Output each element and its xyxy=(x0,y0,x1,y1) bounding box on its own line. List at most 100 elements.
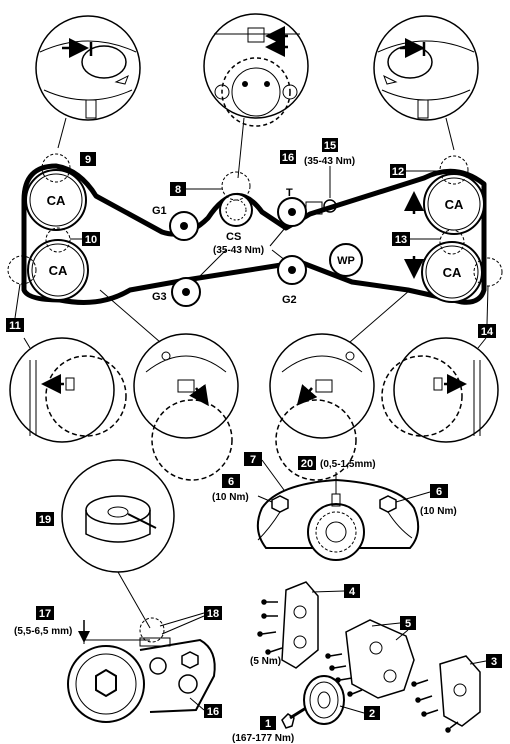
svg-text:12: 12 xyxy=(392,166,404,178)
leader-line xyxy=(191,249,227,285)
belt-cover-3 xyxy=(439,655,481,727)
mark-circle xyxy=(139,617,165,643)
callout-9: 9 xyxy=(80,152,96,166)
belt-routing xyxy=(21,163,487,305)
svg-text:16: 16 xyxy=(207,706,219,718)
svg-text:13: 13 xyxy=(395,234,407,246)
leader-line xyxy=(371,622,401,627)
svg-text:14: 14 xyxy=(481,326,494,338)
spec-gap-20: (0,5-1,5mm) xyxy=(320,459,376,470)
cam-pulley-top-right: CA xyxy=(423,173,485,235)
svg-text:6: 6 xyxy=(228,476,234,488)
svg-text:19: 19 xyxy=(39,514,51,526)
mark-circle xyxy=(45,227,71,253)
detail-circle-top-left xyxy=(35,15,141,121)
leader-line xyxy=(57,117,67,149)
callout-3: 3 xyxy=(486,654,502,668)
spec-torque-6-left: (10 Nm) xyxy=(212,492,249,503)
callout-17: 17 xyxy=(36,606,54,620)
label-cs: CS xyxy=(226,231,241,243)
callout-18: 18 xyxy=(204,606,222,620)
detail-circle-top-right xyxy=(373,15,479,121)
leader-line xyxy=(23,337,31,349)
mark-circle xyxy=(439,229,465,255)
crank-sprocket-detail xyxy=(256,478,420,561)
svg-text:2: 2 xyxy=(369,708,375,720)
pulley-label-ca: CA xyxy=(443,265,462,280)
idler-g3 xyxy=(171,277,201,307)
leader-line xyxy=(339,705,365,714)
label-wp: WP xyxy=(337,255,355,267)
pulley-label-ca: CA xyxy=(445,197,464,212)
callout-8: 8 xyxy=(170,182,186,196)
leader-line xyxy=(349,289,411,343)
svg-text:5: 5 xyxy=(405,618,411,630)
callout-14: 14 xyxy=(478,324,496,338)
mark-circle xyxy=(7,255,37,285)
crank-pulley-2 xyxy=(303,675,345,725)
leader-line xyxy=(395,491,431,503)
svg-text:20: 20 xyxy=(301,458,313,470)
callout-4: 4 xyxy=(344,584,360,598)
spec-crank-bolt-torque: (167-177 Nm) xyxy=(232,733,294,744)
mark-circle xyxy=(221,171,251,201)
detail-circle-mid-4 xyxy=(381,337,499,443)
cover-bolts xyxy=(257,599,459,733)
detail-circle-19 xyxy=(61,459,175,573)
water-pump-wp: WP xyxy=(329,243,363,277)
leader-line xyxy=(486,285,489,325)
svg-text:16: 16 xyxy=(282,152,294,164)
label-g3: G3 xyxy=(152,291,167,303)
cam-pulley-top-left: CA xyxy=(25,169,87,231)
crank-bolt-1 xyxy=(281,706,307,729)
svg-text:11: 11 xyxy=(9,320,21,332)
leader-line xyxy=(445,117,455,151)
leader-line xyxy=(189,697,205,711)
spec-gap-17: (5,5-6,5 mm) xyxy=(14,626,72,637)
spec-idler-torque: (35-43 Nm) xyxy=(213,245,264,256)
svg-text:10: 10 xyxy=(85,234,97,246)
svg-text:3: 3 xyxy=(491,656,497,668)
belt-cover-5 xyxy=(345,619,415,699)
detail-circle-mid-2 xyxy=(133,333,239,481)
mark-circle xyxy=(41,153,71,183)
belt-cover-4 xyxy=(281,581,319,669)
leader-line xyxy=(99,289,161,343)
label-g2: G2 xyxy=(282,294,297,306)
callout-1: 1 xyxy=(260,716,276,730)
leader-line xyxy=(469,660,487,665)
mark-circle xyxy=(439,155,469,185)
callout-5: 5 xyxy=(400,616,416,630)
svg-text:17: 17 xyxy=(39,608,51,620)
spec-cover-torque: (5 Nm) xyxy=(250,656,281,667)
leader-line xyxy=(237,117,245,179)
label-g1: G1 xyxy=(152,205,167,217)
leader-line xyxy=(159,612,205,627)
callout-6-right: 6 xyxy=(430,484,448,498)
detail-circle-top-center xyxy=(203,13,309,127)
callout-11: 11 xyxy=(6,318,24,332)
svg-text:7: 7 xyxy=(250,454,256,466)
spec-tensioner-torque: (35-43 Nm) xyxy=(304,156,355,167)
callout-7: 7 xyxy=(244,452,262,466)
callout-16-top: 16 xyxy=(280,150,296,164)
leader-line xyxy=(14,283,21,319)
spec-torque-6-right: (10 Nm) xyxy=(420,506,457,517)
callout-13: 13 xyxy=(392,232,410,246)
leader-line xyxy=(161,615,205,635)
leader-line xyxy=(117,571,151,629)
leader-line xyxy=(261,459,285,491)
callout-6-left: 6 xyxy=(222,474,240,488)
pulley-label-ca: CA xyxy=(47,193,66,208)
leader-line xyxy=(311,590,345,593)
idler-g1 xyxy=(169,211,199,241)
callout-20: 20 xyxy=(298,456,316,470)
svg-text:18: 18 xyxy=(207,608,219,620)
pulley-label-ca: CA xyxy=(49,263,68,278)
svg-text:1: 1 xyxy=(265,718,271,730)
callout-12: 12 xyxy=(390,164,406,178)
svg-text:4: 4 xyxy=(349,586,356,598)
label-t: T xyxy=(286,187,293,199)
callout-10: 10 xyxy=(82,232,100,246)
